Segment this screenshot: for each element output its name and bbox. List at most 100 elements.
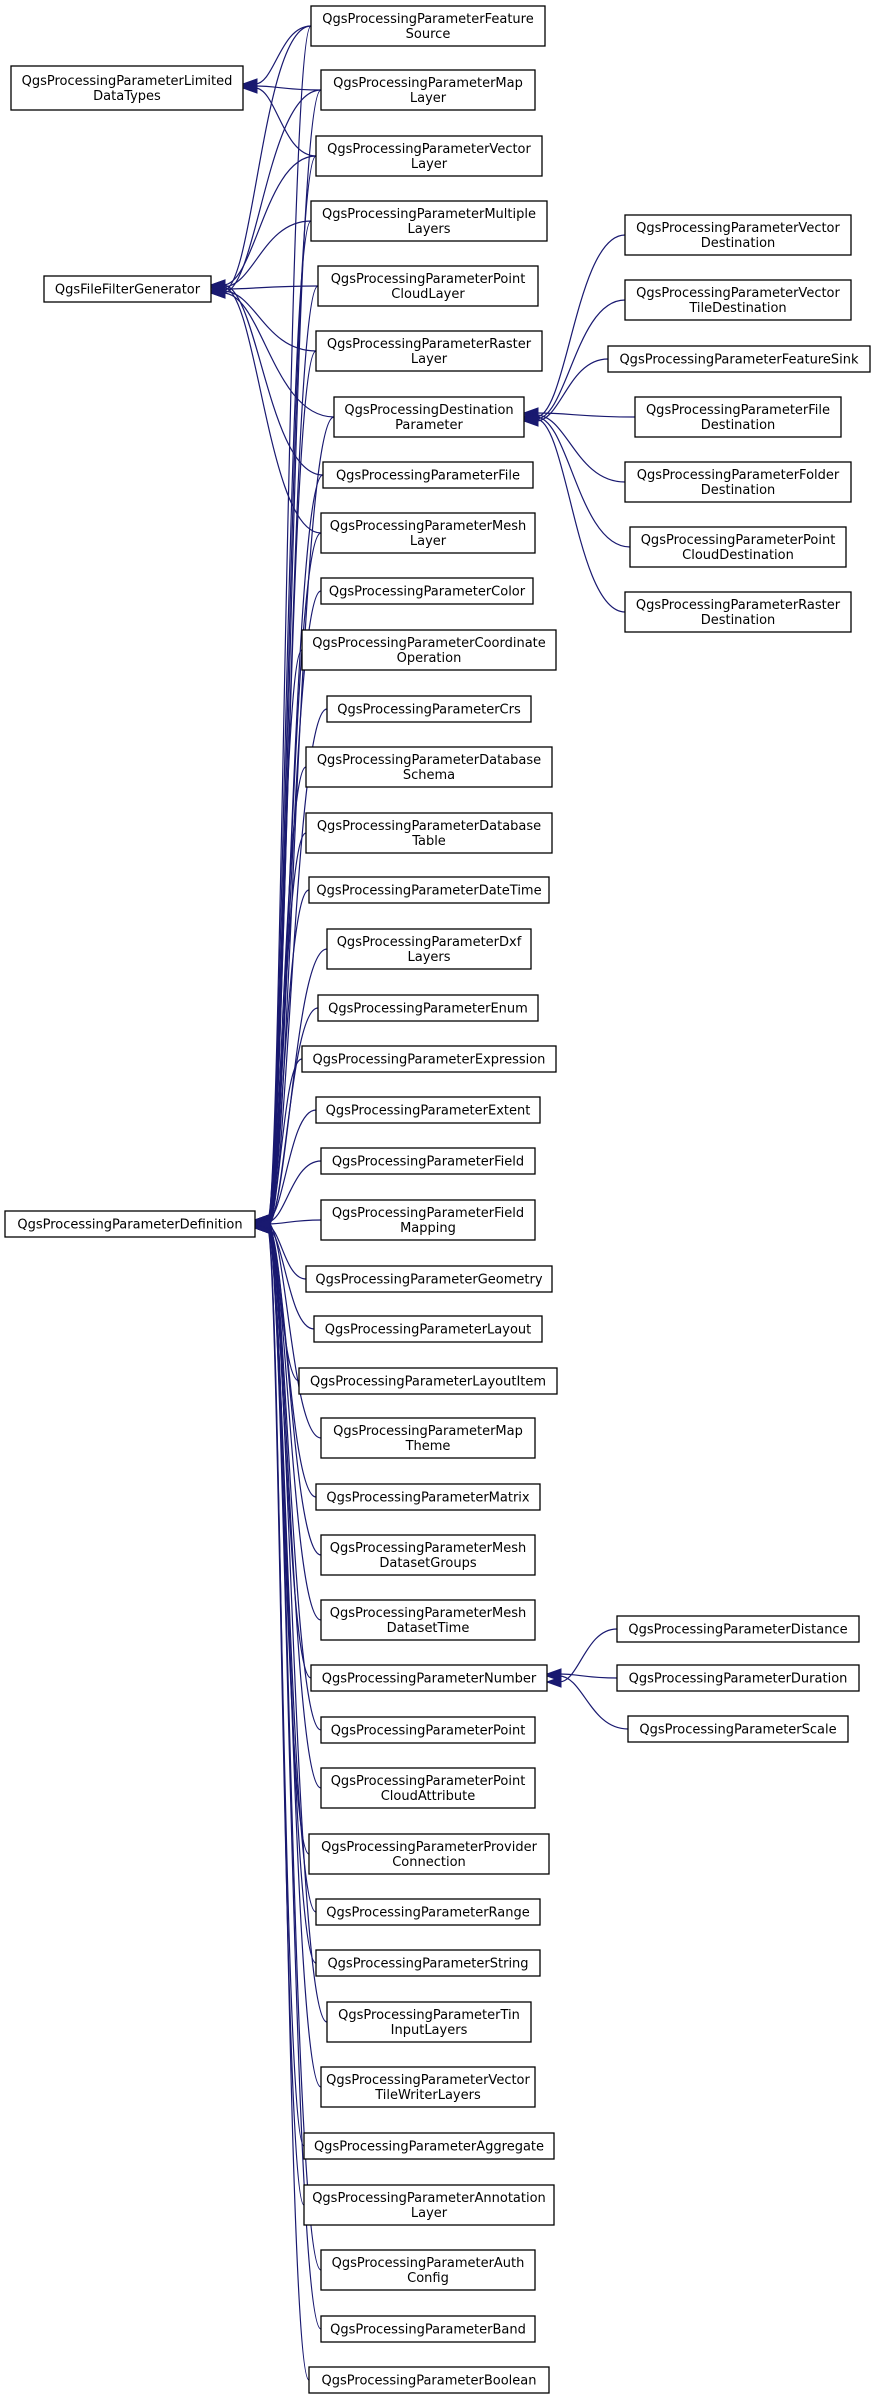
class-node-expr[interactable]: QgsProcessingParameterExpression	[301, 1045, 557, 1073]
class-name-line: QgsProcessingParameterBoolean	[322, 2374, 537, 2389]
class-node-pcattr[interactable]: QgsProcessingParameterPointCloudAttribut…	[320, 1767, 536, 1809]
class-node-pcdest[interactable]: QgsProcessingParameterPointCloudDestinat…	[629, 526, 847, 568]
class-node-string[interactable]: QgsProcessingParameterString	[315, 1949, 541, 1977]
class-name-line: QgsProcessingParameterProvider	[321, 1840, 537, 1855]
class-name-line: QgsProcessingParameterTin	[338, 2008, 520, 2023]
class-box	[326, 2001, 532, 2043]
class-name-line: QgsProcessingParameterVector	[327, 142, 531, 157]
class-name-line: QgsProcessingParameterFolder	[637, 468, 840, 483]
class-name-line: QgsProcessingParameterLayoutItem	[310, 1375, 546, 1390]
class-name-line: QgsProcessingParameterDatabase	[317, 753, 541, 768]
class-box	[313, 1315, 543, 1343]
class-name-line: Layer	[411, 2206, 448, 2221]
class-name-line: QgsProcessingParameterCrs	[337, 703, 521, 718]
class-node-geom[interactable]: QgsProcessingParameterGeometry	[305, 1265, 553, 1293]
class-box	[315, 1949, 541, 1977]
class-name-line: QgsProcessingParameterColor	[329, 585, 526, 600]
class-node-fsink[interactable]: QgsProcessingParameterFeatureSink	[607, 345, 871, 373]
edge-maplayer-to-ffg	[209, 89, 322, 299]
class-box	[320, 2315, 536, 2343]
class-node-ffg[interactable]: QgsFileFilterGenerator	[43, 275, 212, 303]
class-name-line: Destination	[701, 613, 776, 628]
class-node-band[interactable]: QgsProcessingParameterBand	[320, 2315, 536, 2343]
class-name-line: QgsProcessingParameterFile	[336, 469, 520, 484]
class-box	[322, 461, 534, 489]
class-node-color[interactable]: QgsProcessingParameterColor	[320, 577, 534, 605]
class-name-line: QgsProcessingParameterRaster	[327, 337, 532, 352]
class-name-line: CloudDestination	[682, 548, 794, 563]
class-box	[629, 526, 847, 568]
class-node-field[interactable]: QgsProcessingParameterField	[320, 1147, 536, 1175]
class-box	[624, 214, 852, 256]
class-name-line: QgsProcessingParameterExpression	[313, 1053, 546, 1068]
class-box	[634, 396, 842, 438]
class-name-line: Operation	[397, 651, 462, 666]
class-node-number[interactable]: QgsProcessingParameterNumber	[310, 1664, 548, 1692]
class-box	[333, 396, 525, 438]
class-node-boolean[interactable]: QgsProcessingParameterBoolean	[308, 2366, 550, 2394]
class-name-line: QgsProcessingParameterAuth	[332, 2256, 525, 2271]
class-box	[320, 2066, 536, 2108]
class-name-line: QgsProcessingParameterAggregate	[314, 2140, 544, 2155]
class-name-line: QgsProcessingParameterMatrix	[326, 1491, 530, 1506]
class-box	[315, 1898, 541, 1926]
edge-layout-to-def	[253, 1222, 315, 1330]
class-node-aggregate[interactable]: QgsProcessingParameterAggregate	[303, 2132, 555, 2160]
class-node-layout[interactable]: QgsProcessingParameterLayout	[313, 1315, 543, 1343]
class-name-line: QgsProcessingParameterField	[332, 1155, 524, 1170]
class-node-matrix[interactable]: QgsProcessingParameterMatrix	[315, 1483, 541, 1511]
class-node-vtdest[interactable]: QgsProcessingParameterVectorTileDestinat…	[624, 279, 852, 321]
class-name-line: QgsProcessingParameterMesh	[330, 1541, 527, 1556]
class-node-crs[interactable]: QgsProcessingParameterCrs	[326, 695, 532, 723]
class-node-range[interactable]: QgsProcessingParameterRange	[315, 1898, 541, 1926]
class-name-line: QgsProcessingParameterPoint	[641, 533, 836, 548]
class-node-scale[interactable]: QgsProcessingParameterScale	[627, 1715, 849, 1743]
class-node-duration[interactable]: QgsProcessingParameterDuration	[616, 1664, 860, 1692]
class-name-line: DatasetGroups	[379, 1556, 476, 1571]
class-node-datetime[interactable]: QgsProcessingParameterDateTime	[308, 876, 550, 904]
class-node-def[interactable]: QgsProcessingParameterDefinition	[4, 1210, 256, 1238]
class-box	[43, 275, 212, 303]
class-node-extent[interactable]: QgsProcessingParameterExtent	[315, 1096, 541, 1124]
class-name-line: QgsProcessingParameterPoint	[331, 272, 526, 287]
class-box	[320, 1599, 536, 1641]
class-name-line: Layer	[410, 534, 447, 549]
edge-extent-to-def	[253, 1109, 317, 1226]
class-name-line: QgsProcessingParameterCoordinate	[312, 636, 546, 651]
class-node-point[interactable]: QgsProcessingParameterPoint	[320, 1716, 536, 1744]
class-node-distance[interactable]: QgsProcessingParameterDistance	[616, 1615, 860, 1643]
class-node-vtwl[interactable]: QgsProcessingParameterVectorTileWriterLa…	[320, 2066, 536, 2108]
class-node-file[interactable]: QgsProcessingParameterFile	[322, 461, 534, 489]
class-node-layoutitem[interactable]: QgsProcessingParameterLayoutItem	[298, 1367, 558, 1395]
class-name-line: QgsProcessingParameterVector	[636, 286, 840, 301]
class-box	[320, 1147, 536, 1175]
class-node-coordop[interactable]: QgsProcessingParameterCoordinateOperatio…	[301, 629, 557, 671]
class-node-enum[interactable]: QgsProcessingParameterEnum	[317, 994, 539, 1022]
class-box	[308, 876, 550, 904]
class-box	[320, 2249, 536, 2291]
